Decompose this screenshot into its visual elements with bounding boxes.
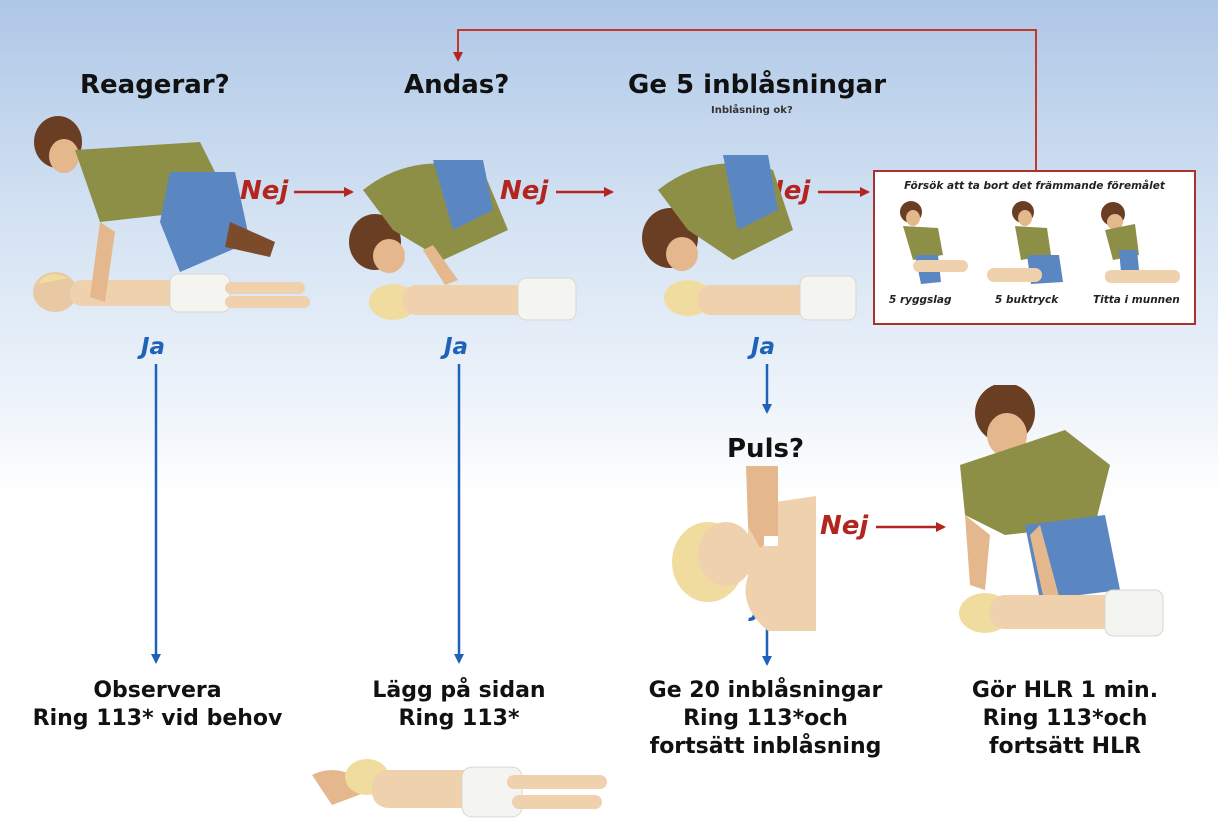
illustration-pulse-check [668, 466, 820, 631]
foreign-body-box: Försök att ta bort det främmande föremål… [873, 170, 1196, 325]
illustration-recovery-position [312, 745, 612, 831]
result-side-line-1: Lägg på sidan [334, 677, 584, 705]
result-breaths-line-1: Ge 20 inblåsningar [628, 677, 903, 705]
result-recovery-position: Lägg på sidan Ring 113* [334, 677, 584, 733]
illustration-check-response [20, 112, 315, 337]
illustration-check-breathing [333, 150, 588, 335]
loop-back-arrow [458, 30, 1036, 170]
result-breaths-line-2: Ring 113*och [628, 705, 903, 733]
illustration-cpr [945, 385, 1170, 665]
result-observe-line-1: Observera [20, 677, 295, 705]
result-cpr-line-3: fortsätt HLR [945, 733, 1185, 761]
result-rescue-breaths: Ge 20 inblåsningar Ring 113*och fortsätt… [628, 677, 903, 761]
ja-label-1: Ja [141, 334, 165, 360]
question-reagerar: Reagerar? [80, 70, 230, 100]
ja-label-3: Ja [751, 334, 775, 360]
result-cpr: Gör HLR 1 min. Ring 113*och fortsätt HLR [945, 677, 1185, 761]
illustration-check-mouth [1095, 200, 1185, 290]
foreign-body-item-3: Titta i munnen [1093, 294, 1180, 306]
ja-label-2: Ja [444, 334, 468, 360]
illustration-rescue-breaths [628, 150, 860, 335]
result-cpr-line-1: Gör HLR 1 min. [945, 677, 1185, 705]
question-puls: Puls? [727, 434, 804, 464]
nej-label-4: Nej [820, 511, 868, 541]
illustration-back-blows [893, 200, 973, 290]
result-observe-line-2: Ring 113* vid behov [20, 705, 295, 733]
illustration-abdominal-thrusts [987, 200, 1072, 290]
result-side-line-2: Ring 113* [334, 705, 584, 733]
foreign-body-title: Försök att ta bort det främmande föremål… [875, 180, 1194, 192]
result-cpr-line-2: Ring 113*och [945, 705, 1185, 733]
question-ge-5-inblasningar: Ge 5 inblåsningar [628, 70, 886, 100]
result-observe: Observera Ring 113* vid behov [20, 677, 295, 733]
result-breaths-line-3: fortsätt inblåsning [628, 733, 903, 761]
question-inblasning-ok: Inblåsning ok? [711, 105, 793, 116]
foreign-body-item-2: 5 buktryck [995, 294, 1058, 306]
foreign-body-item-1: 5 ryggslag [889, 294, 951, 306]
question-andas: Andas? [404, 70, 509, 100]
